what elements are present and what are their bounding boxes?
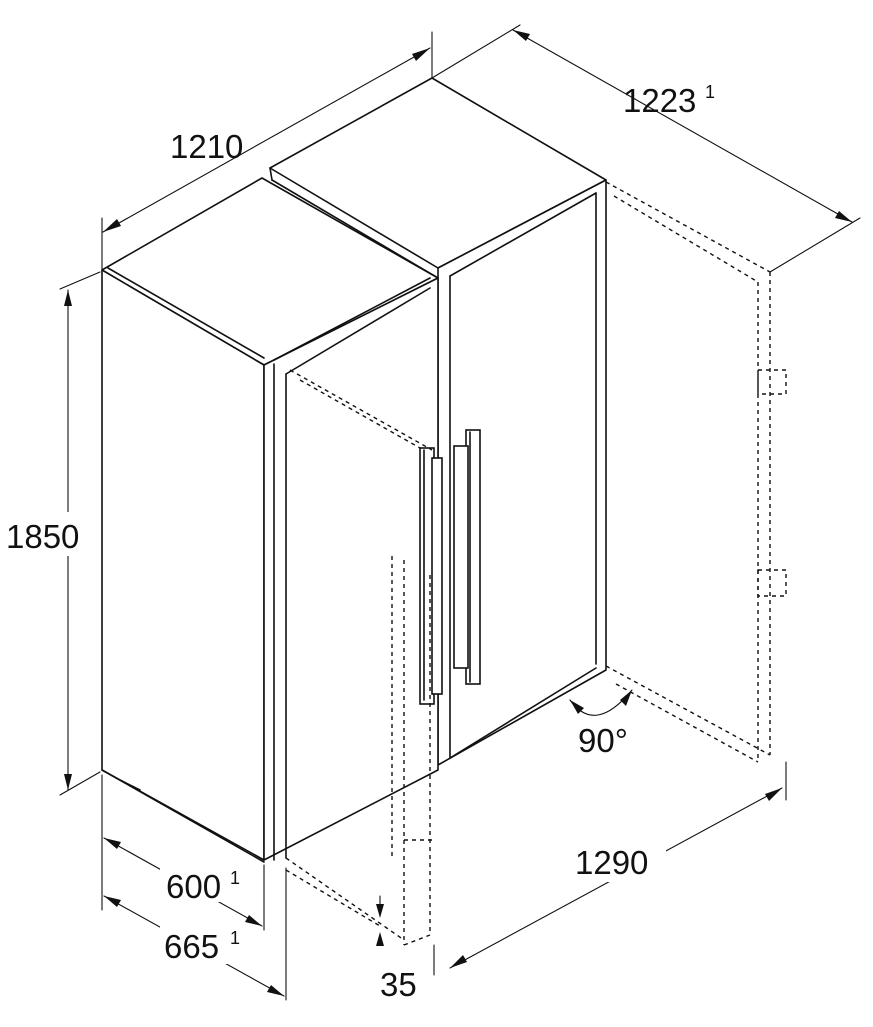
depth-open-label: 1223 — [623, 82, 696, 119]
depth-with-door-note: 1 — [230, 928, 240, 948]
dimension-width-1210: 1210 — [101, 31, 433, 271]
dimension-gap-35: 35 — [376, 895, 417, 1003]
left-door-handle — [419, 447, 443, 705]
open-right-door-outline — [605, 181, 787, 763]
dimension-depth-600: 600 1 — [101, 774, 265, 931]
door-angle-label: 90° — [578, 722, 628, 759]
open-left-door-outline — [285, 369, 436, 946]
depth-label: 600 — [166, 868, 221, 905]
dimension-depth-665: 665 1 — [103, 867, 287, 1001]
height-label: 1850 — [6, 518, 79, 555]
depth-with-door-label: 665 — [164, 928, 219, 965]
dimension-height-1850: 1850 — [0, 271, 101, 796]
depth-note: 1 — [230, 868, 240, 888]
dimension-depth-open-1223: 1223 1 — [431, 24, 861, 273]
door-gap-label: 35 — [380, 966, 417, 1003]
right-door-handle — [453, 429, 481, 685]
door-angle-indicator: 90° — [569, 689, 633, 759]
depth-open-note: 1 — [705, 82, 715, 102]
dimension-swing-1290: 1290 — [433, 761, 787, 976]
swing-width-label: 1290 — [575, 844, 648, 881]
left-cabinet — [101, 177, 439, 863]
width-label: 1210 — [170, 128, 243, 165]
